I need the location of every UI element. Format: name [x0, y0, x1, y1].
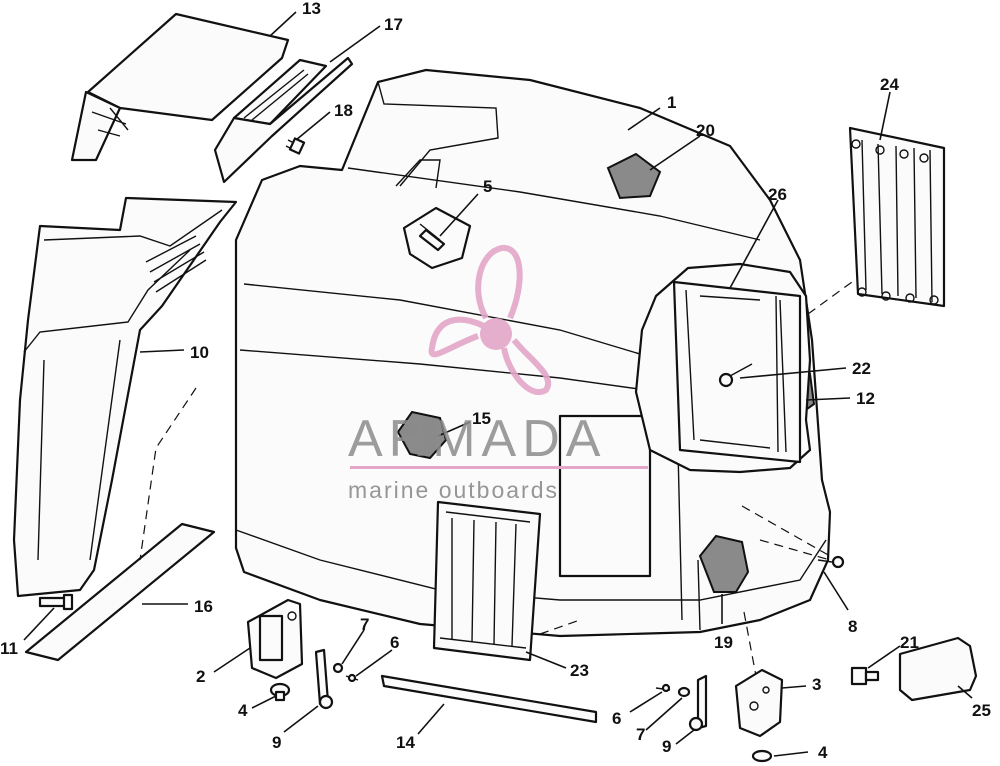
part-7-washer-left: [332, 662, 344, 674]
callout-12: 12: [856, 389, 875, 408]
callout-8: 8: [848, 617, 857, 636]
part-5-bolt: [402, 206, 472, 270]
propeller-blade-right: [501, 338, 552, 395]
part-2-latch-bracket: [246, 598, 304, 680]
part-25-end-cap: [898, 636, 978, 702]
callout-19: 19: [714, 633, 733, 652]
part-22-screw: [718, 363, 753, 388]
part-16-seal-strip: [24, 522, 216, 662]
callout-15: 15: [472, 409, 491, 428]
propeller-logo-icon: [428, 245, 552, 395]
watermark: ARMADA marine outboards: [348, 245, 648, 503]
propeller-hub: [480, 318, 512, 350]
part-3-latch-bracket: [734, 668, 784, 738]
part-23-front-grille: [432, 500, 542, 662]
part-8-screw: [817, 555, 845, 569]
part-7-washer-right: [677, 686, 691, 698]
part-14-seal-strip: [380, 674, 598, 724]
callout-9-right: 9: [662, 737, 671, 756]
part-1-main-cowling: [234, 68, 832, 638]
callout-26: 26: [768, 185, 787, 204]
callout-9-left: 9: [272, 733, 281, 752]
callout-6-left: 6: [390, 633, 399, 652]
part-4-grommet-right: [751, 749, 773, 763]
part-6-screw-right: [655, 683, 671, 693]
callout-7-left: 7: [360, 615, 369, 634]
part-9-link-right: [688, 674, 708, 732]
part-18-screw: [285, 137, 306, 155]
callout-25: 25: [972, 701, 991, 720]
callout-3: 3: [812, 675, 821, 694]
propeller-blade-left: [428, 316, 486, 358]
leader-lines: [23, 11, 973, 757]
callout-11: 11: [0, 639, 18, 658]
callout-7-right: 7: [636, 725, 645, 744]
callout-24: 24: [880, 75, 899, 94]
part-26-rear-panel: [634, 262, 812, 474]
part-24-louver-grille: [848, 126, 946, 308]
callout-4-right: 4: [818, 743, 828, 762]
callout-6-right: 6: [612, 709, 621, 728]
callout-14: 14: [396, 733, 415, 752]
part-9-link-left: [314, 648, 334, 710]
part-13-vent-cover: [70, 12, 290, 162]
part-15-foam-pad: [396, 410, 448, 460]
callout-21: 21: [900, 633, 919, 652]
callout-17: 17: [384, 15, 403, 34]
part-20-foam-pad: [606, 152, 662, 200]
callout-10: 10: [190, 343, 209, 362]
callout-18: 18: [334, 101, 353, 120]
callout-13: 13: [302, 0, 321, 18]
callout-2: 2: [196, 667, 205, 686]
watermark-underline: [350, 466, 648, 469]
watermark-tagline: marine outboards: [348, 477, 559, 503]
callout-1: 1: [667, 93, 676, 112]
part-10-side-cowl: [12, 196, 238, 598]
part-11-screw: [38, 593, 74, 611]
callout-22: 22: [852, 359, 871, 378]
watermark-brand: ARMADA: [348, 410, 606, 468]
callout-4-left: 4: [238, 701, 248, 720]
part-19-foam-pad: [698, 534, 750, 593]
callout-5: 5: [483, 177, 492, 196]
callout-20: 20: [696, 121, 715, 140]
part-21-bolt: [850, 666, 880, 686]
part-6-screw-left: [345, 673, 359, 683]
callout-16: 16: [194, 597, 213, 616]
callout-23: 23: [570, 661, 589, 680]
propeller-blade-top: [475, 245, 523, 320]
part-17-grille-strip: [213, 56, 354, 184]
